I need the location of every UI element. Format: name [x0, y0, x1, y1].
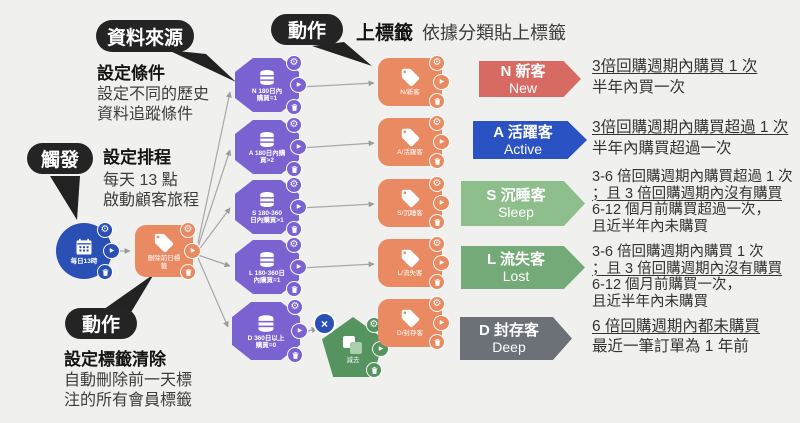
tag-icon — [400, 67, 421, 88]
clear-tag-line1: 自動刪除前一天標 — [64, 372, 193, 389]
trigger-line2: 啟動顧客旅程 — [103, 192, 200, 209]
trash-icon[interactable] — [286, 221, 302, 237]
callout-trigger-label: 觸發 — [40, 150, 79, 171]
trash-icon[interactable] — [429, 214, 445, 230]
clear-tag-line2: 注的所有會員標籤 — [64, 392, 193, 409]
tag-icon — [400, 248, 421, 269]
callout-data-source: 資料來源 — [96, 20, 194, 52]
trash-icon[interactable] — [286, 99, 302, 115]
gear-icon[interactable]: ⚙ — [286, 117, 302, 133]
tag-node-sleep[interactable]: S/沉睡客 ⚙ ▶ — [378, 176, 450, 230]
forward-icon[interactable]: ▶ — [184, 243, 201, 259]
forward-icon[interactable]: ▶ — [290, 77, 307, 93]
tag-icon — [400, 188, 421, 209]
segment-desc-deep: 6 倍回購週期內都未購買 最近一筆訂單為 1 年前 — [592, 318, 760, 355]
forward-icon[interactable]: ▶ — [433, 195, 450, 211]
condition-node-active[interactable]: A 180日內購買>2 ⚙ ▶ — [235, 117, 307, 177]
forward-icon[interactable]: ▶ — [291, 323, 308, 339]
trash-icon[interactable] — [180, 264, 196, 280]
gear-icon[interactable]: ⚙ — [180, 222, 196, 238]
subtract-node[interactable]: 減去 × ⚙ ▶ — [313, 312, 389, 378]
trash-icon[interactable] — [429, 153, 445, 169]
clear-tag-heading: 設定標籤清除 — [64, 350, 166, 369]
gear-icon[interactable]: ⚙ — [287, 299, 303, 315]
delete-previous-tags-node[interactable]: 刪除前日標籤 ⚙ ▶ — [135, 222, 201, 280]
condition-node-lost[interactable]: L 180-360日內購買=1 ⚙ ▶ — [235, 237, 307, 297]
database-icon — [256, 250, 278, 269]
forward-icon[interactable]: ▶ — [433, 255, 450, 271]
callout-action-bottom: 動作 — [65, 308, 137, 339]
callout-trigger: 觸發 — [27, 143, 93, 174]
forward-icon[interactable]: ▶ — [290, 139, 307, 155]
segment-desc-new: 3倍回購週期內購買 1 次 半年內買一次 — [592, 58, 758, 96]
trash-icon[interactable] — [286, 281, 302, 297]
delete-node-label: 刪除前日標籤 — [147, 255, 181, 270]
forward-icon[interactable]: ▶ — [433, 74, 450, 90]
database-icon — [256, 190, 278, 209]
tag-action-subtitle: 依據分類貼上標籤 — [422, 23, 566, 43]
database-icon — [256, 68, 278, 87]
gear-icon[interactable]: ⚙ — [97, 222, 113, 238]
data-source-line1: 設定不同的歷史 — [97, 86, 210, 103]
trash-icon[interactable] — [366, 362, 382, 378]
segment-desc-active: 3倍回購週期內購買超過 1 次 半年內購買超過一次 — [592, 119, 789, 157]
trash-icon[interactable] — [286, 161, 302, 177]
trigger-node-daily-13[interactable]: 每日13時 ⚙ ▶ — [56, 222, 120, 280]
tag-icon — [400, 308, 421, 329]
callout-data-source-label: 資料來源 — [106, 27, 183, 49]
database-icon — [254, 313, 278, 334]
trash-icon[interactable] — [97, 264, 113, 280]
trigger-line1: 每天 13 點 — [103, 172, 178, 189]
tag-node-active[interactable]: A/活躍客 ⚙ ▶ — [378, 115, 450, 169]
forward-icon[interactable]: ▶ — [103, 243, 120, 259]
segment-desc-sleep: 3-6 倍回購週期內購買超過 1 次 ；且 3 倍回購週期內沒有購買 6-12 … — [592, 169, 793, 235]
condition-node-deep[interactable]: D 360日以上購買=0 ⚙ ▶ — [232, 299, 308, 363]
tag-node-new[interactable]: N/新客 ⚙ ▶ — [378, 55, 450, 109]
data-source-line2: 資料追蹤條件 — [97, 106, 194, 123]
gear-icon[interactable]: ⚙ — [429, 296, 445, 312]
trash-icon[interactable] — [429, 93, 445, 109]
tag-node-deep[interactable]: D/封存客 ⚙ ▶ — [378, 296, 450, 350]
tag-node-lost[interactable]: L/流失客 ⚙ ▶ — [378, 236, 450, 290]
gear-icon[interactable]: ⚙ — [429, 176, 445, 192]
tag-icon — [400, 127, 421, 148]
gear-icon[interactable]: ⚙ — [429, 236, 445, 252]
forward-icon[interactable]: ▶ — [290, 259, 307, 275]
gear-icon[interactable]: ⚙ — [286, 237, 302, 253]
forward-icon[interactable]: ▶ — [433, 315, 450, 331]
tag-icon — [153, 232, 175, 254]
subtract-node-label: 減去 — [346, 356, 360, 364]
forward-icon[interactable]: ▶ — [290, 199, 307, 215]
trigger-heading: 設定排程 — [103, 148, 171, 167]
copy-layers-icon — [342, 335, 364, 356]
trash-icon[interactable] — [429, 334, 445, 350]
close-icon[interactable]: × — [313, 312, 336, 335]
calendar-icon — [74, 237, 94, 257]
gear-icon[interactable]: ⚙ — [429, 55, 445, 71]
data-source-heading: 設定條件 — [97, 64, 165, 83]
database-icon — [256, 130, 278, 149]
callout-action-top: 動作 — [271, 14, 343, 45]
callout-action-bottom-label: 動作 — [81, 315, 120, 336]
condition-node-new[interactable]: N 180日內購買=1 ⚙ ▶ — [235, 55, 307, 115]
trash-icon[interactable] — [429, 274, 445, 290]
trash-icon[interactable] — [287, 347, 303, 363]
callout-action-top-label: 動作 — [287, 21, 326, 42]
gear-icon[interactable]: ⚙ — [429, 115, 445, 131]
gear-icon[interactable]: ⚙ — [286, 55, 302, 71]
tag-action-heading: 上標籤 — [356, 23, 414, 44]
segment-desc-lost: 3-6 倍回購週期內購買 1 次 ；且 3 倍回購週期內沒有購買 6-12 個月… — [592, 244, 783, 310]
forward-icon[interactable]: ▶ — [433, 134, 450, 150]
trigger-node-label: 每日13時 — [70, 257, 98, 265]
gear-icon[interactable]: ⚙ — [286, 177, 302, 193]
